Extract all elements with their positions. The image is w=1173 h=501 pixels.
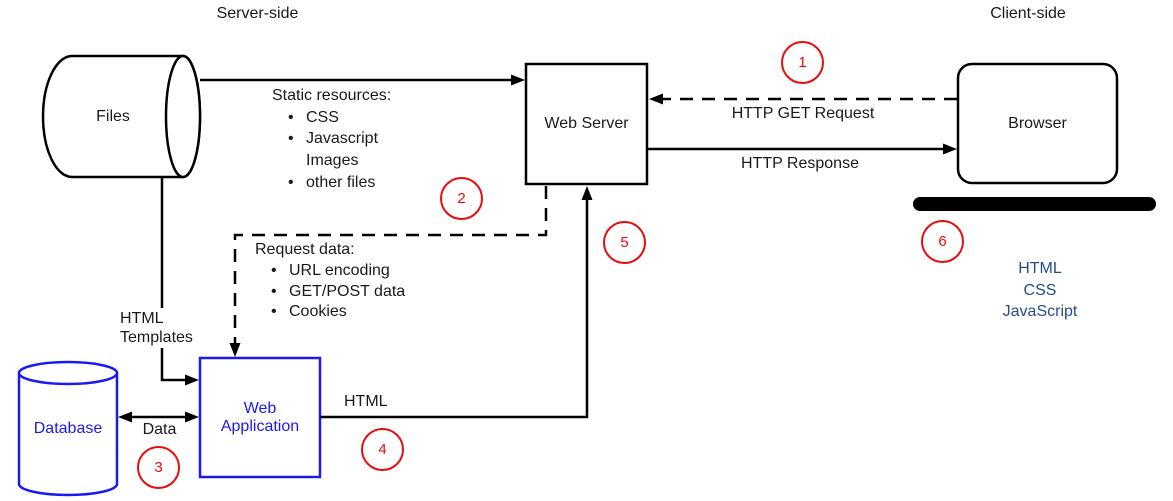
- database-cylinder: [17, 373, 119, 497]
- web-application-box: [198, 356, 322, 479]
- step-badge-2: 2: [440, 177, 483, 220]
- web-server-box: [524, 62, 649, 186]
- laptop-base-bar: [913, 197, 1156, 211]
- http-get-request-label: HTTP GET Request: [731, 105, 875, 122]
- html-templates-arrow-line: [160, 177, 187, 382]
- request-data-item-text: Cookies: [289, 303, 347, 321]
- html-label: HTML: [344, 393, 388, 410]
- static-resources-item-text: CSS: [306, 108, 339, 126]
- files-node-label: Files: [96, 107, 130, 125]
- step-badge-1: 1: [781, 41, 824, 84]
- static-resources-item: Images: [272, 150, 391, 172]
- data-label: Data: [142, 421, 177, 438]
- bullet-icon: •: [288, 130, 294, 148]
- http-response-arrowhead: [943, 143, 957, 155]
- step-badge-4: 4: [361, 428, 404, 471]
- web-application-node-label: Web Application: [220, 399, 300, 435]
- static-resources-item: • Javascript: [272, 128, 391, 150]
- request-data-item-text: URL encoding: [289, 261, 390, 279]
- http-get-request-arrowhead: [649, 93, 663, 105]
- request-data-item: • Cookies: [255, 302, 405, 323]
- browser-node-label: Browser: [1008, 114, 1067, 132]
- static-resources-item: • other files: [272, 172, 391, 194]
- static-resources-title: Static resources:: [272, 87, 392, 104]
- html-templates-label: HTML Templates: [120, 308, 204, 348]
- server-side-title: Server-side: [216, 5, 299, 22]
- http-response-label: HTTP Response: [741, 155, 859, 172]
- step-badge-3: 3: [137, 446, 180, 489]
- static-resources-arrowhead: [511, 74, 525, 86]
- static-resources-item: • CSS: [272, 107, 391, 129]
- browser-output-item: HTML: [1018, 260, 1062, 277]
- web-server-node-label: Web Server: [544, 115, 629, 132]
- data-arrowhead-right: [185, 411, 199, 423]
- database-node-label: Database: [33, 419, 103, 437]
- static-resources-item-text: Images: [306, 152, 359, 170]
- bullet-icon: •: [288, 173, 294, 191]
- request-data-item-text: GET/POST data: [289, 282, 406, 300]
- step-badge-6: 6: [921, 220, 964, 263]
- request-data-arrowhead: [229, 343, 241, 357]
- browser-output-list: HTML CSS JavaScript: [970, 258, 1110, 323]
- request-data-item: • URL encoding: [255, 261, 405, 282]
- request-data-item: • GET/POST data: [255, 282, 405, 303]
- bullet-icon: •: [288, 108, 294, 126]
- html-arrow-line: [320, 198, 589, 419]
- html-arrowhead: [581, 186, 593, 200]
- browser-output-item: CSS: [1023, 281, 1057, 299]
- static-resources-annotation: Static resources: • CSS • Javascript Ima…: [272, 85, 391, 193]
- bullet-icon: •: [271, 261, 277, 279]
- request-data-annotation: Request data: • URL encoding • GET/POST …: [255, 240, 405, 323]
- browser-output-item: JavaScript: [1002, 303, 1078, 320]
- bullet-icon: •: [271, 303, 277, 321]
- database-cylinder-top: [17, 360, 119, 386]
- browser-box: [956, 62, 1119, 185]
- html-templates-arrowhead: [185, 374, 199, 386]
- step-badge-5: 5: [603, 221, 646, 264]
- request-data-arrow-line: [233, 186, 548, 345]
- data-arrowhead-left: [118, 411, 132, 423]
- bullet-icon: •: [271, 282, 277, 300]
- files-cylinder-rim: [164, 54, 202, 179]
- client-side-title: Client-side: [990, 5, 1066, 22]
- static-resources-item-text: other files: [306, 173, 376, 191]
- request-data-title: Request data:: [255, 241, 355, 258]
- static-resources-item-text: Javascript: [306, 130, 379, 148]
